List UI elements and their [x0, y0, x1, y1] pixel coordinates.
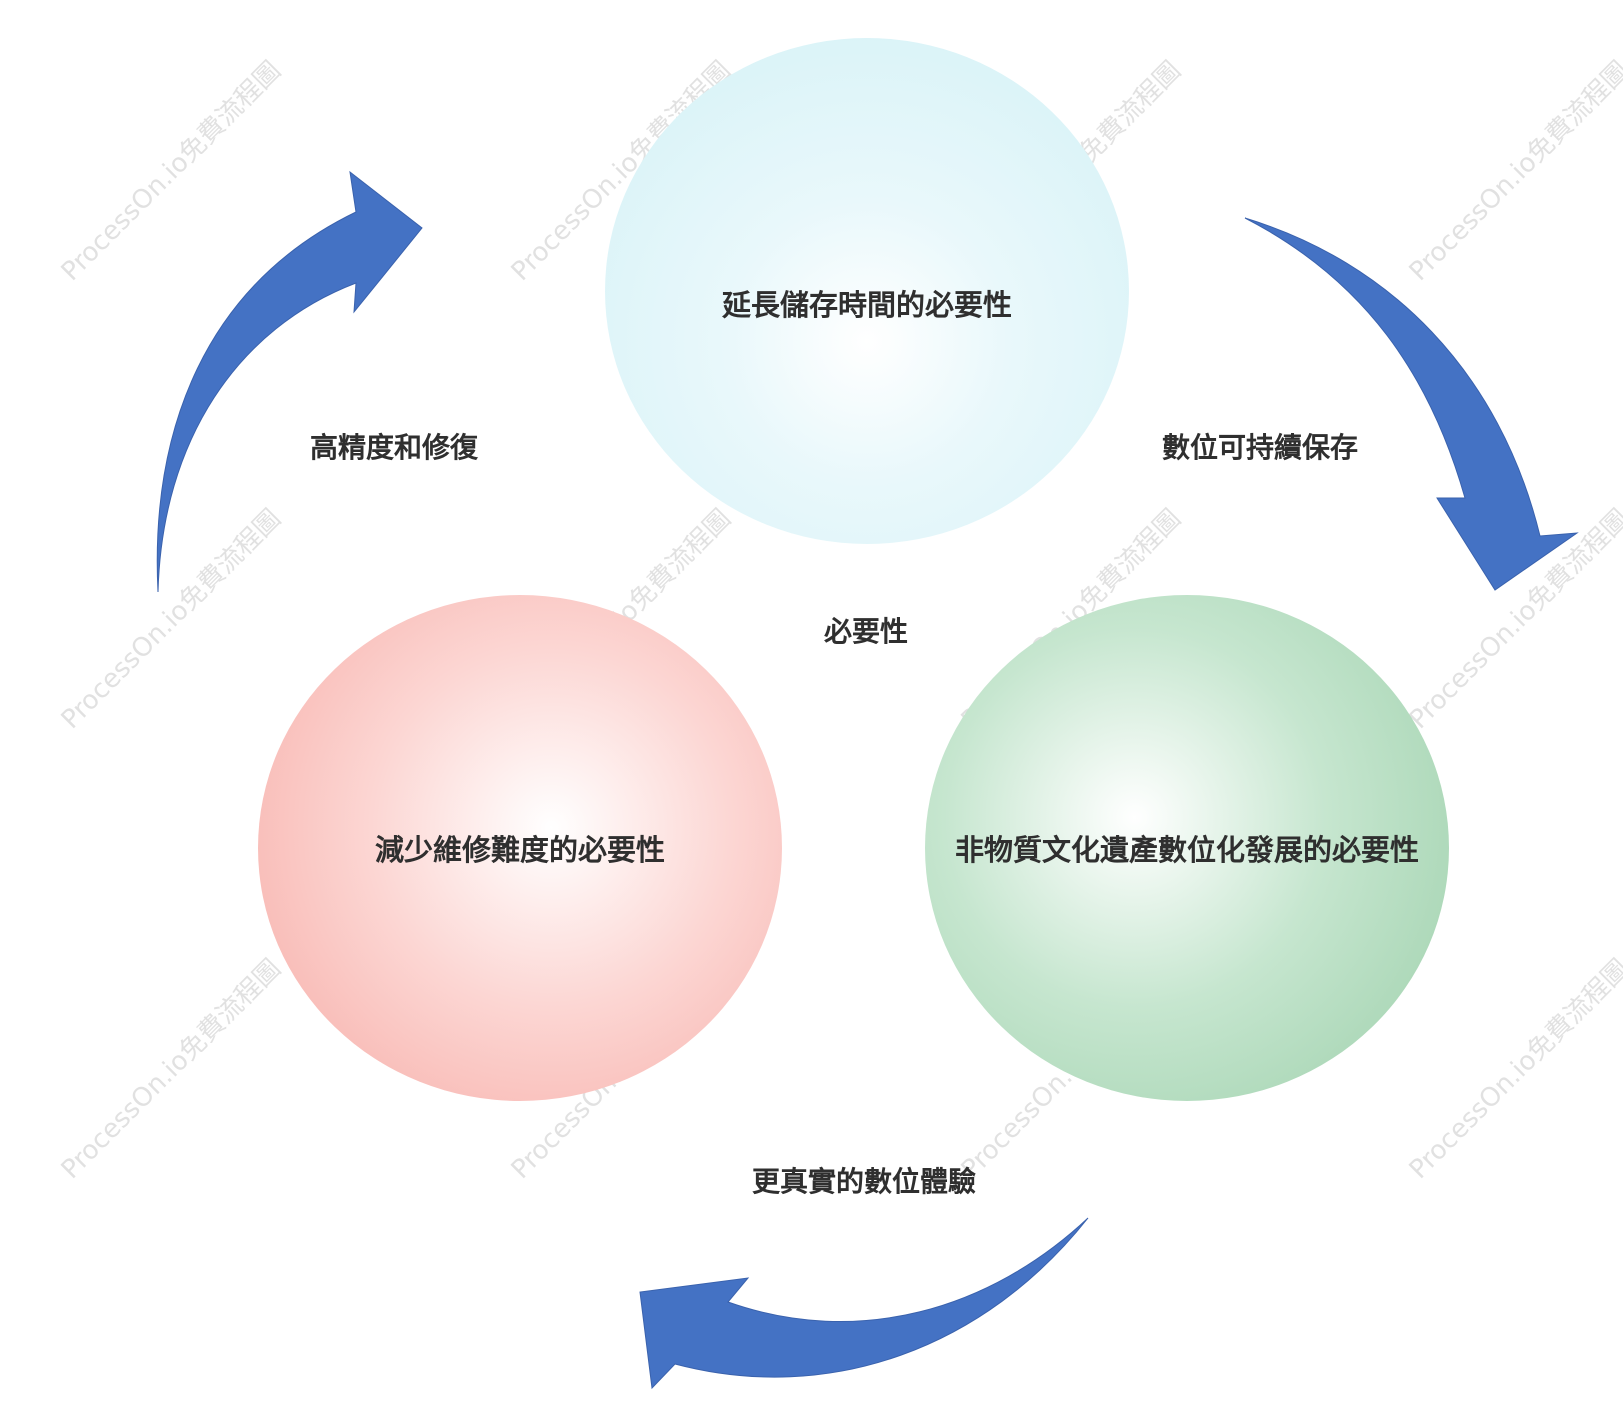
edge-label-bottom: 更真實的數位體驗 [752, 1165, 977, 1198]
node-top[interactable]: 延長儲存時間的必要性 [605, 38, 1129, 544]
cycle-arrow-top-right[interactable] [1244, 217, 1579, 591]
edge-label-top-left: 高精度和修復 [310, 431, 479, 464]
cycle-arrow-top-left[interactable] [156, 170, 423, 593]
node-left-label: 減少維修難度的必要性 [374, 833, 665, 867]
edge-label-top-right: 數位可持續保存 [1162, 431, 1359, 464]
node-top-label: 延長儲存時間的必要性 [721, 288, 1012, 322]
node-right[interactable]: 非物質文化遺產數位化發展的必要性 [925, 595, 1449, 1101]
cycle-arrow-bottom[interactable] [639, 1217, 1089, 1390]
node-right-label: 非物質文化遺產數位化發展的必要性 [954, 833, 1419, 867]
node-left[interactable]: 減少維修難度的必要性 [258, 595, 782, 1101]
center-label: 必要性 [824, 615, 909, 648]
